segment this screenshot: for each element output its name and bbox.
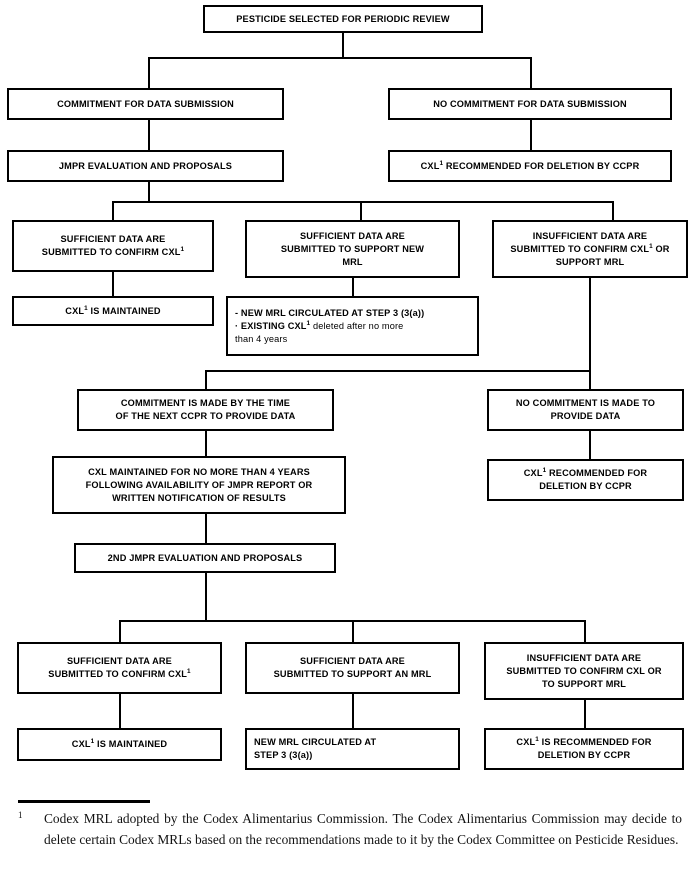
node-no-commitment-for-data-submission[interactable]: NO COMMITMENT FOR DATA SUBMISSION bbox=[388, 88, 672, 120]
connector-root-to-no-commitment bbox=[530, 57, 532, 88]
node-label: - NEW MRL CIRCULATED AT STEP 3 (3(a))· E… bbox=[235, 307, 425, 344]
node-jmpr-evaluation-and-proposals[interactable]: JMPR EVALUATION AND PROPOSALS bbox=[7, 150, 284, 182]
node-label: PESTICIDE SELECTED FOR PERIODIC REVIEW bbox=[236, 13, 450, 24]
connector-root-to-commitment bbox=[148, 57, 150, 88]
node-b-cxl-is-maintained[interactable]: CXL1 IS MAINTAINED bbox=[17, 728, 222, 761]
superscript-marker: 1 bbox=[542, 466, 547, 474]
connector-commitment-to-cxl4years bbox=[205, 431, 207, 456]
connector-to-commitment-next-ccpr bbox=[205, 370, 207, 391]
node-2nd-jmpr-evaluation[interactable]: 2ND JMPR EVALUATION AND PROPOSALS bbox=[74, 543, 336, 573]
connector-to-sufficient-support-new bbox=[360, 201, 362, 220]
connector-b-insufficient-to-deletion bbox=[584, 700, 586, 728]
superscript-marker: 1 bbox=[90, 737, 95, 745]
node-label: CXL1 RECOMMENDED FOR DELETION BY CCPR bbox=[420, 159, 640, 171]
node-label: CXL1 IS MAINTAINED bbox=[71, 737, 168, 749]
node-new-mrl-circulated-existing-cxl-deleted[interactable]: - NEW MRL CIRCULATED AT STEP 3 (3(a))· E… bbox=[226, 296, 479, 356]
connector-suffsupport-to-newmrl bbox=[352, 278, 354, 296]
connector-root-split-bar bbox=[148, 57, 532, 59]
connector-b-suffsupport-to-newmrl bbox=[352, 694, 354, 728]
footnote-divider bbox=[18, 800, 150, 803]
connector-to-sufficient-confirm bbox=[112, 201, 114, 220]
connector-insufficient-down bbox=[589, 278, 591, 371]
node-cxl-recommended-deletion-ccpr-top[interactable]: CXL1 RECOMMENDED FOR DELETION BY CCPR bbox=[388, 150, 672, 182]
connector-2ndjmpr-down bbox=[205, 573, 207, 621]
superscript-marker: 1 bbox=[84, 304, 88, 312]
connector-to-no-commitment-provide bbox=[589, 370, 591, 391]
node-label: 2ND JMPR EVALUATION AND PROPOSALS bbox=[107, 552, 303, 563]
node-label: COMMITMENT FOR DATA SUBMISSION bbox=[57, 98, 234, 109]
superscript-marker: 1 bbox=[186, 667, 191, 675]
connector-jmpr-down bbox=[148, 182, 150, 203]
connector-root-down bbox=[342, 33, 344, 57]
connector-to-b-sufficient-confirm bbox=[119, 620, 121, 642]
node-commitment-for-data-submission[interactable]: COMMITMENT FOR DATA SUBMISSION bbox=[7, 88, 284, 120]
connector-suffconfirm-to-maintained bbox=[112, 272, 114, 296]
node-label: JMPR EVALUATION AND PROPOSALS bbox=[58, 160, 233, 171]
connector-insufficient-split-bar bbox=[205, 370, 591, 372]
connector-b-suffconfirm-to-maintained bbox=[119, 694, 121, 728]
connector-to-b-insufficient bbox=[584, 620, 586, 642]
superscript-marker: 1 bbox=[306, 319, 311, 327]
superscript-marker: 1 bbox=[535, 735, 539, 743]
connector-to-insufficient bbox=[612, 201, 614, 220]
footnote-marker: 1 bbox=[18, 810, 23, 820]
connector-cxl4years-to-2ndjmpr bbox=[205, 514, 207, 543]
connector-nocommitment-to-cxlrecdel bbox=[589, 431, 591, 459]
node-cxl-is-maintained-top[interactable]: CXL1 IS MAINTAINED bbox=[12, 296, 214, 326]
footnote-text: Codex MRL adopted by the Codex Alimentar… bbox=[44, 811, 682, 847]
connector-jmpr-split-bar bbox=[112, 201, 614, 203]
superscript-marker: 1 bbox=[180, 245, 185, 253]
node-label: CXL1 IS MAINTAINED bbox=[65, 304, 161, 316]
node-pesticide-selected[interactable]: PESTICIDE SELECTED FOR PERIODIC REVIEW bbox=[203, 5, 483, 33]
superscript-marker: 1 bbox=[439, 159, 444, 167]
connector-commitment-to-jmpr bbox=[148, 120, 150, 150]
footnote: 1 Codex MRL adopted by the Codex Aliment… bbox=[18, 808, 682, 850]
connector-nocommitment-to-cxldeletion bbox=[530, 120, 532, 150]
node-label: NO COMMITMENT FOR DATA SUBMISSION bbox=[433, 98, 627, 109]
connector-to-b-sufficient-support bbox=[352, 620, 354, 642]
superscript-marker: 1 bbox=[649, 242, 653, 250]
